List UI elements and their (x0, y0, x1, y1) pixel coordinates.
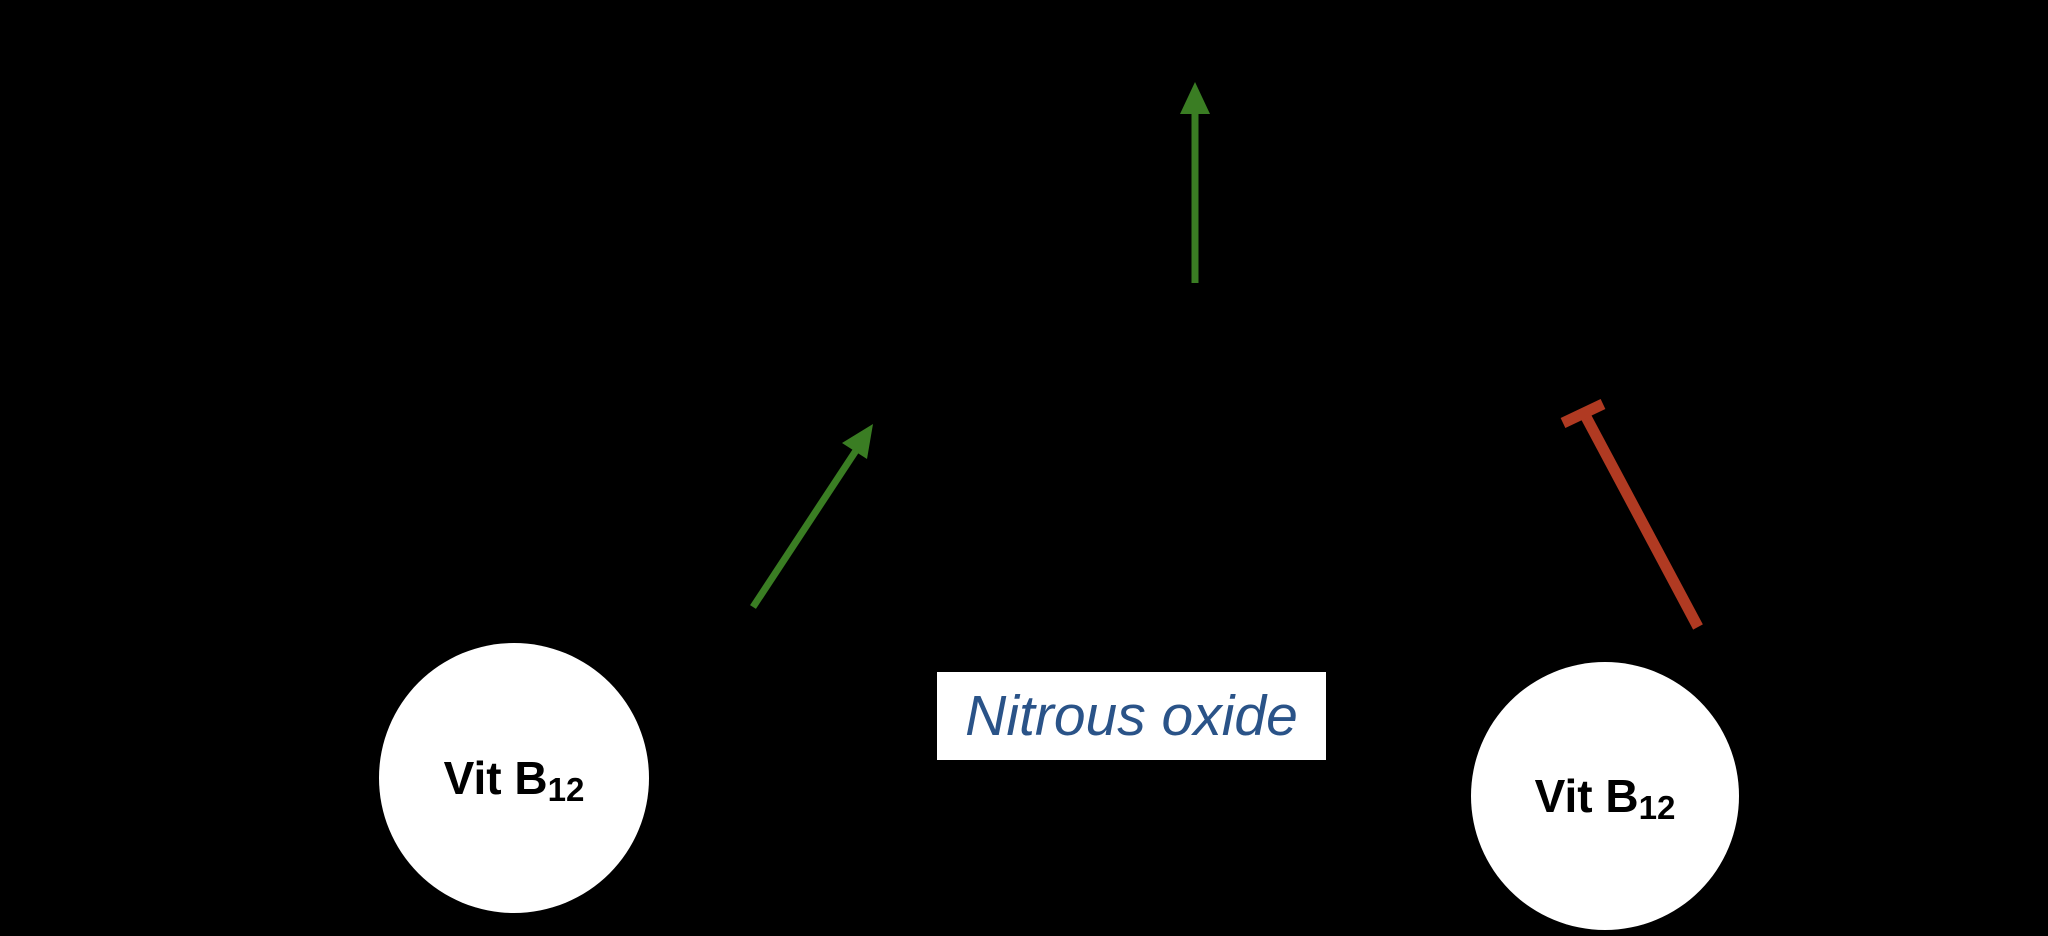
red-inhibition-tbar-shaft (1580, 412, 1703, 630)
vitb12-label-left: Vit B12 (443, 751, 585, 809)
green-up-arrow-head (1180, 82, 1210, 114)
vitb12-right-main: Vit B (1534, 770, 1639, 822)
green-diagonal-arrow-shaft (750, 447, 860, 609)
vitb12-label-right: Vit B12 (1534, 769, 1676, 827)
vitb12-node-left: Vit B12 (379, 643, 649, 913)
vitb12-left-subscript: 12 (547, 772, 585, 810)
nitrous-oxide-label-box: Nitrous oxide (937, 672, 1326, 760)
vitb12-node-right: Vit B12 (1471, 662, 1739, 930)
green-up-arrow-icon (1180, 82, 1210, 283)
vitb12-left-main: Vit B (443, 752, 548, 804)
green-diagonal-arrow-icon (750, 424, 873, 609)
red-inhibition-tbar-cap (1560, 399, 1606, 428)
vitb12-right-subscript: 12 (1638, 790, 1676, 828)
nitrous-oxide-text: Nitrous oxide (965, 684, 1298, 748)
green-diagonal-arrow-head (842, 424, 873, 459)
red-inhibition-tbar-icon (1560, 399, 1703, 630)
